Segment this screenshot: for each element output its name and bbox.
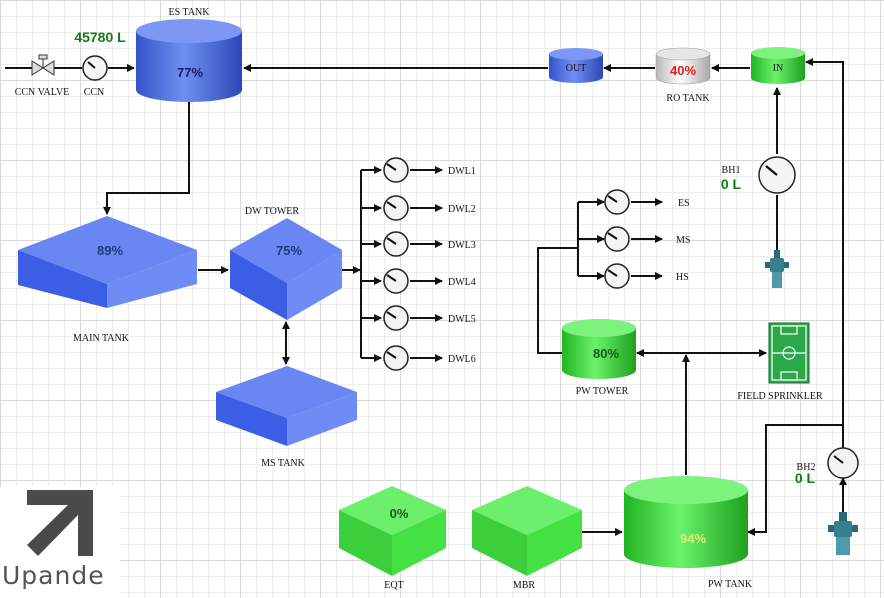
bh2-meter-gauge-icon[interactable] xyxy=(827,447,859,479)
dwl5-gauge-icon[interactable] xyxy=(383,305,409,331)
bh2-to-pw-tank-pipe xyxy=(747,424,843,536)
es-line-label: ES xyxy=(678,198,690,209)
pw-tower-riser-pipe xyxy=(537,247,578,354)
ms-line-gauge-icon[interactable] xyxy=(604,226,630,252)
bh2-pump-icon[interactable] xyxy=(828,512,858,555)
dw-tower-label: DW TOWER xyxy=(245,206,299,217)
dwl6-label: DWL6 xyxy=(448,354,476,365)
pipes xyxy=(5,58,847,536)
dw-tower[interactable] xyxy=(230,218,342,320)
field-sprinkler-label: FIELD SPRINKLER xyxy=(737,391,823,402)
main-tank-level: 89% xyxy=(97,243,123,258)
pw-tower-label: PW TOWER xyxy=(576,386,629,397)
ms-tank-label: MS TANK xyxy=(261,458,306,469)
ro-tank[interactable] xyxy=(655,47,711,85)
dwl1-gauge-icon[interactable] xyxy=(383,157,409,183)
dwl4-label: DWL4 xyxy=(448,277,476,288)
pw-tank[interactable] xyxy=(624,476,748,568)
es-tank-volume: 45780 L xyxy=(74,29,126,45)
upande-logo-mark-icon xyxy=(27,490,93,556)
es-line-gauge-icon[interactable] xyxy=(604,189,630,215)
es-tank-level: 77% xyxy=(177,65,203,80)
main-tank-label: MAIN TANK xyxy=(73,333,130,344)
in-tank-label: IN xyxy=(773,63,784,74)
pw-tower[interactable] xyxy=(562,319,636,379)
hs-line-label: HS xyxy=(676,272,689,283)
out-tank[interactable] xyxy=(549,48,603,83)
dwl2-label: DWL2 xyxy=(448,204,476,215)
dwl1-label: DWL1 xyxy=(448,166,476,177)
dwl2-gauge-icon[interactable] xyxy=(383,195,409,221)
ccn-valve-icon[interactable] xyxy=(31,54,55,76)
upande-logo: Upande xyxy=(0,487,120,598)
pw-tank-label: PW TANK xyxy=(708,579,753,590)
bh2-label: BH2 xyxy=(797,462,816,473)
main-tank[interactable] xyxy=(18,216,197,308)
dw-tower-level: 75% xyxy=(276,243,302,258)
bh1-label: BH1 xyxy=(722,165,741,176)
dwl3-gauge-icon[interactable] xyxy=(383,231,409,257)
eqt-level: 0% xyxy=(390,506,409,521)
es-tank-label: ES TANK xyxy=(169,7,211,18)
upande-logo-text: Upande xyxy=(2,561,105,590)
dwl5-label: DWL5 xyxy=(448,314,476,325)
bh1-pump-icon[interactable] xyxy=(765,250,789,288)
eqt-label: EQT xyxy=(384,580,403,591)
bh1-volume: 0 L xyxy=(721,176,742,192)
dwl3-label: DWL3 xyxy=(448,240,476,251)
hs-line-gauge-icon[interactable] xyxy=(604,263,630,289)
dwl4-gauge-icon[interactable] xyxy=(383,268,409,294)
bh2-volume: 0 L xyxy=(795,470,816,486)
ccn-meter-gauge-icon[interactable] xyxy=(82,55,108,81)
dwl6-gauge-icon[interactable] xyxy=(383,345,409,371)
field-sprinkler-icon[interactable] xyxy=(768,322,810,384)
pw-tank-level: 94% xyxy=(680,531,706,546)
bh2-riser-pipe xyxy=(805,58,844,448)
ccn-valve-label: CCN VALVE xyxy=(15,87,70,98)
pw-tower-level: 80% xyxy=(593,346,619,361)
ccn-meter-label: CCN xyxy=(84,87,105,98)
ro-tank-level: 40% xyxy=(670,63,696,78)
es-tank[interactable] xyxy=(136,19,242,102)
in-tank[interactable] xyxy=(751,47,805,84)
ro-tank-label: RO TANK xyxy=(666,93,710,104)
out-tank-label: OUT xyxy=(566,63,587,74)
mbr-label: MBR xyxy=(513,580,536,591)
eqt-tank[interactable] xyxy=(339,486,446,576)
mbr-tank[interactable] xyxy=(472,486,582,576)
ms-tank[interactable] xyxy=(216,366,357,446)
bh1-meter-gauge-icon[interactable] xyxy=(758,156,796,194)
es-to-main-pipe xyxy=(103,100,190,215)
ms-line-label: MS xyxy=(676,235,690,246)
